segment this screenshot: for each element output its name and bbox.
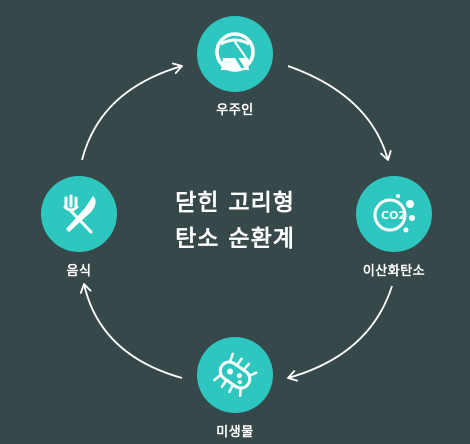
label-astronaut: 우주인 bbox=[216, 103, 254, 118]
node-food bbox=[41, 176, 117, 252]
microbe-icon bbox=[213, 352, 258, 397]
arrow-astronaut-to-co2 bbox=[287, 65, 392, 161]
title-line-1: 닫힌 고리형 bbox=[175, 190, 295, 216]
diagram-title: 닫힌 고리형 탄소 순환계 bbox=[135, 185, 335, 257]
astronaut-helmet-icon bbox=[215, 32, 255, 72]
node-microbe bbox=[197, 337, 273, 413]
label-microbe: 미생물 bbox=[216, 425, 254, 440]
fork-knife-icon bbox=[63, 194, 96, 234]
node-astronaut bbox=[197, 16, 273, 92]
arrow-food-to-astronaut bbox=[81, 62, 183, 161]
node-co2: CO2 bbox=[356, 176, 432, 252]
title-line-2: 탄소 순환계 bbox=[175, 226, 295, 252]
label-food: 음식 bbox=[66, 264, 92, 279]
co2-bubbles-icon: CO2 bbox=[373, 194, 415, 233]
arrow-microbe-to-food bbox=[79, 283, 183, 379]
arrow-co2-to-microbe bbox=[287, 285, 393, 382]
co2-text: CO2 bbox=[381, 209, 406, 222]
label-co2: 이산화탄소 bbox=[362, 264, 426, 279]
